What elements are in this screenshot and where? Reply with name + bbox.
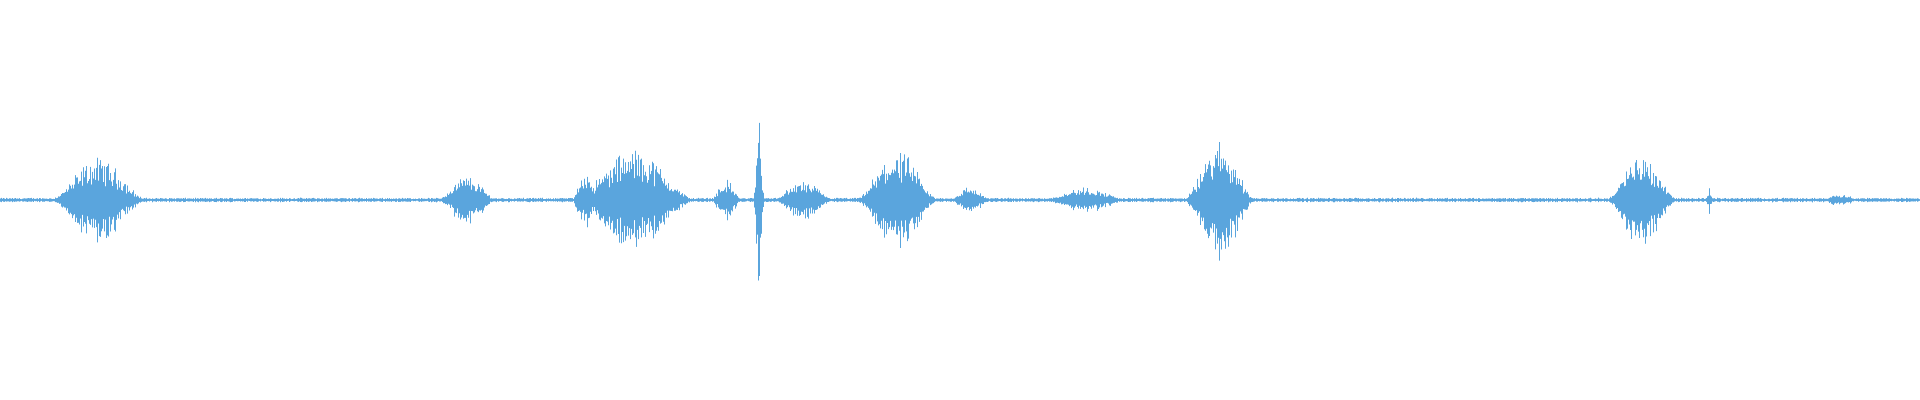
waveform-trace <box>0 122 1920 281</box>
waveform-samples <box>0 122 1920 281</box>
